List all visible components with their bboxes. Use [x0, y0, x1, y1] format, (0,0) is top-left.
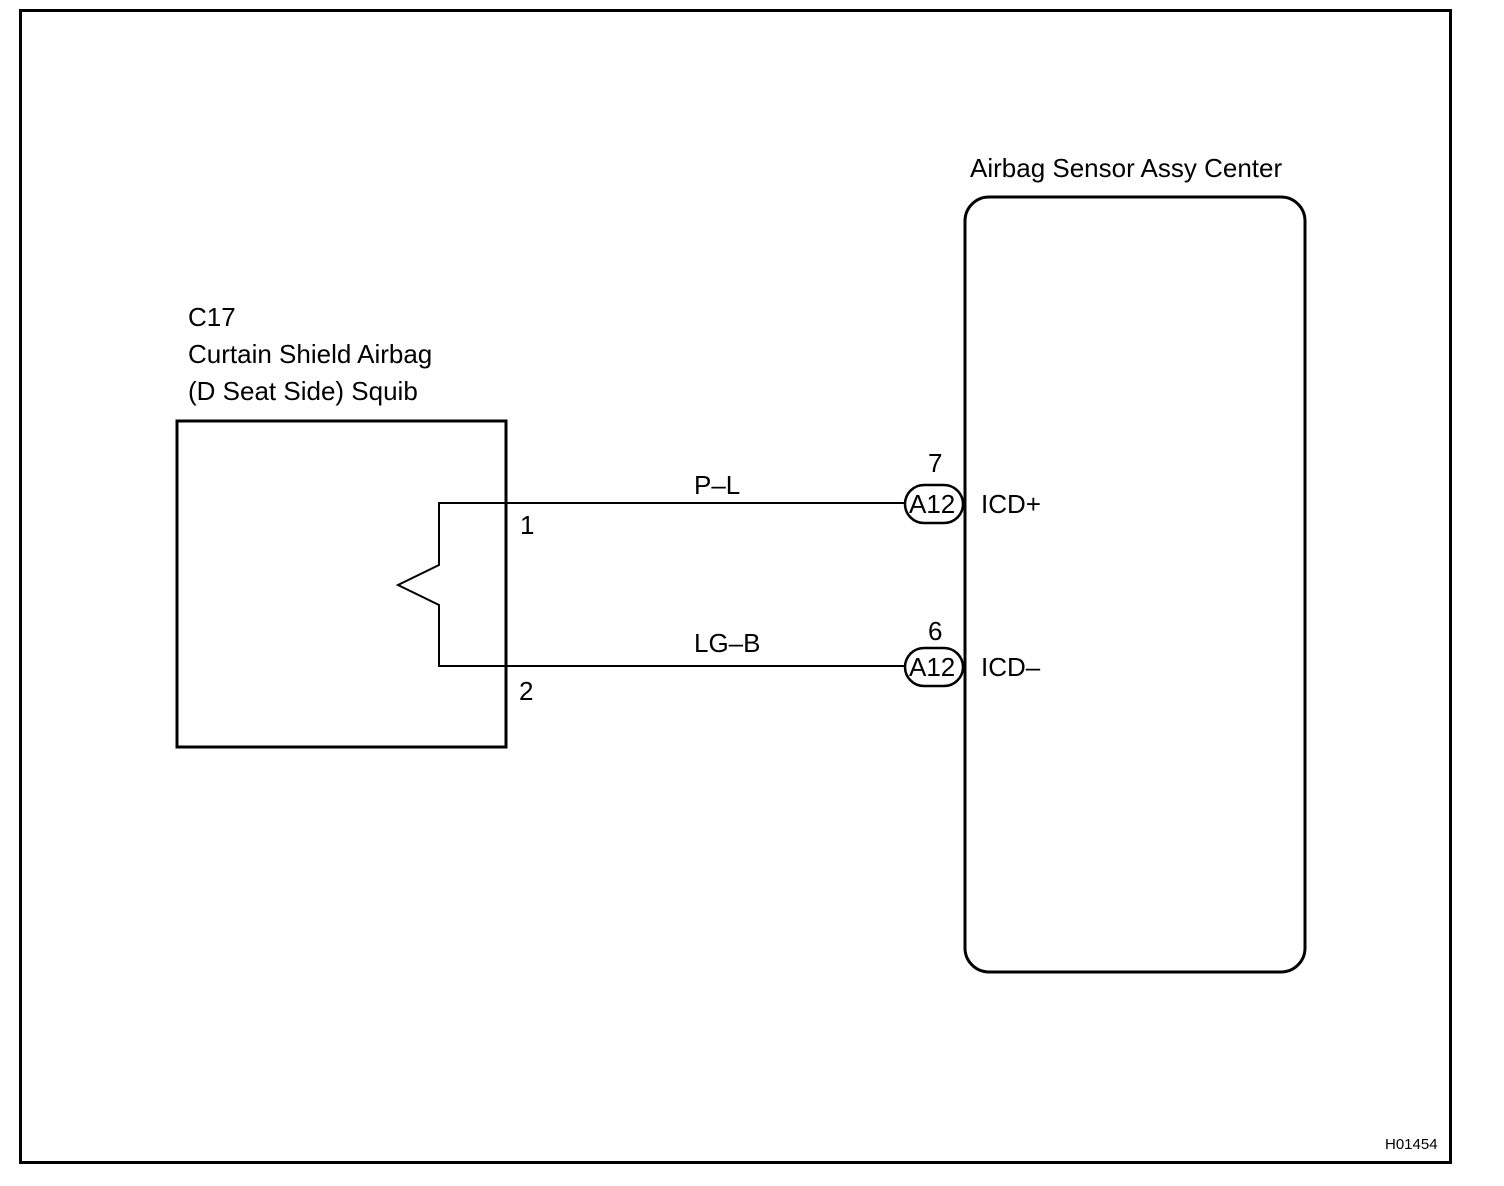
ecu-pin7-label: 7	[928, 448, 943, 478]
diagram-frame	[19, 9, 1452, 1164]
ecu-signal-icd-plus: ICD+	[981, 489, 1041, 519]
wire-color-label-1: P–L	[694, 470, 741, 500]
ecu-name: Airbag Sensor Assy Center	[970, 153, 1283, 183]
connector-label-a12-1: A12	[909, 489, 956, 519]
squib-element	[395, 502, 506, 667]
wire-color-label-2: LG–B	[694, 628, 761, 658]
squib-pin1-label: 1	[520, 510, 535, 540]
figure-code: H01454	[1385, 1136, 1438, 1153]
ecu-pin6-label: 6	[928, 616, 943, 646]
squib-pin2-label: 2	[519, 676, 534, 706]
ecu-box	[963, 195, 1307, 974]
squib-name-line2: (D Seat Side) Squib	[188, 376, 418, 406]
squib-name-line1: Curtain Shield Airbag	[188, 339, 433, 369]
squib-connector-code: C17	[188, 302, 236, 332]
connector-oval-icd-minus	[903, 646, 965, 688]
ecu-signal-icd-minus: ICD–	[981, 652, 1041, 682]
connector-oval-icd-plus	[903, 483, 965, 525]
connector-label-a12-2: A12	[909, 652, 956, 682]
squib-box	[175, 419, 508, 749]
